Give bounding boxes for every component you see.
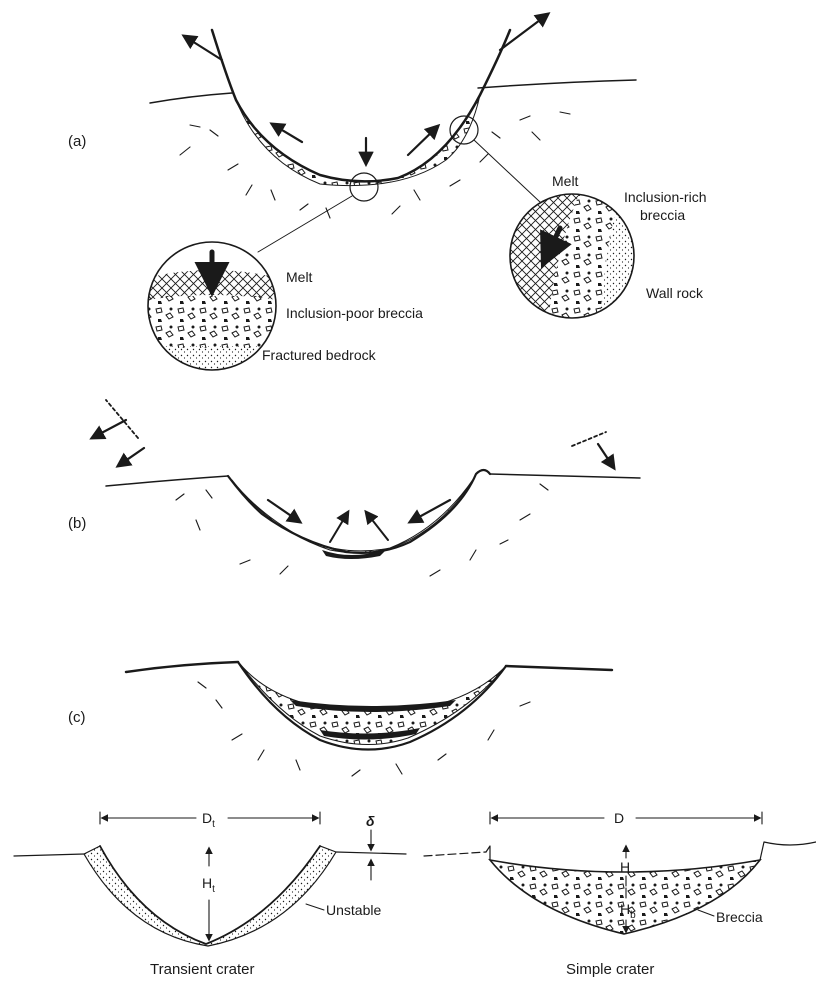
callout-circle-floor	[350, 173, 378, 201]
ejecta-blanket-left-c	[126, 662, 238, 672]
ejecta-arrow-right-b	[598, 444, 614, 468]
leader-line-right	[474, 140, 540, 202]
leader-unstable	[306, 904, 324, 910]
simple-crater-figure: D H Hb Breccia Simple crater	[424, 810, 816, 978]
inset-wall	[506, 192, 640, 322]
label-melt-floor: Melt	[286, 269, 313, 285]
panel-a: (a) Melt Inc	[68, 14, 706, 376]
label-melt-wall: Melt	[552, 173, 579, 189]
pre-impact-surface-right	[336, 852, 406, 854]
transient-wall-zone	[84, 846, 336, 946]
collapsing-breccia-b	[232, 478, 474, 553]
fracture-marks-b	[176, 484, 548, 576]
pre-impact-surface-left	[14, 854, 84, 856]
flow-arrow-right	[408, 126, 438, 155]
panel-a-tag: (a)	[68, 133, 86, 150]
caption-transient-crater: Transient crater	[150, 961, 254, 978]
label-inclusion-poor-breccia: Inclusion-poor breccia	[286, 305, 423, 321]
flow-arrow-left	[272, 124, 302, 142]
panel-b: (b)	[68, 400, 640, 576]
label-fractured-bedrock: Fractured bedrock	[262, 347, 377, 363]
ground-surface-left	[150, 93, 232, 103]
label-delta: δ	[366, 813, 375, 829]
ejecta-blanket-right-c	[506, 666, 612, 670]
rim-left-simple	[486, 846, 490, 860]
ejecta-path-left-b	[106, 400, 138, 438]
ejecta-path-right-b	[572, 432, 606, 446]
panel-c-tag: (c)	[68, 709, 86, 726]
label-wall-rock: Wall rock	[646, 285, 704, 301]
label-ht: Ht	[202, 875, 215, 895]
ejecta-arrow-right	[500, 14, 548, 50]
ground-surface-right-b	[490, 474, 640, 478]
label-inclusion-rich-1: Inclusion-rich	[624, 189, 706, 205]
transient-crater-figure: Dt Ht δ Unstable Transient crater	[14, 810, 406, 978]
label-breccia: Breccia	[716, 909, 763, 925]
leader-line-left	[258, 196, 352, 252]
crater-bowl	[212, 30, 510, 181]
panel-c: (c)	[68, 662, 612, 776]
label-d: D	[614, 810, 624, 826]
label-inclusion-rich-2: breccia	[640, 207, 685, 223]
uplift-arrow-left-b	[330, 512, 348, 542]
leader-breccia	[698, 910, 714, 916]
label-dt: Dt	[202, 810, 215, 830]
label-h: H	[620, 859, 630, 875]
panel-b-tag: (b)	[68, 515, 86, 532]
fracture-marks	[180, 112, 570, 218]
caption-simple-crater: Simple crater	[566, 961, 654, 978]
label-unstable: Unstable	[326, 902, 381, 918]
ground-surface-right	[478, 80, 636, 88]
ground-surface-left-b	[106, 476, 228, 486]
breccia-lining	[236, 95, 480, 186]
uplift-arrow-right-b	[366, 512, 388, 540]
ejecta-arrow-left-b1	[92, 420, 126, 438]
breccia-lens-c	[240, 664, 504, 745]
pre-impact-surface-simple	[424, 852, 486, 856]
inset-floor	[146, 242, 278, 376]
crater-bowl-b	[228, 470, 490, 553]
ejecta-arrow-left-b2	[118, 448, 144, 466]
rim-right-simple	[760, 842, 816, 860]
